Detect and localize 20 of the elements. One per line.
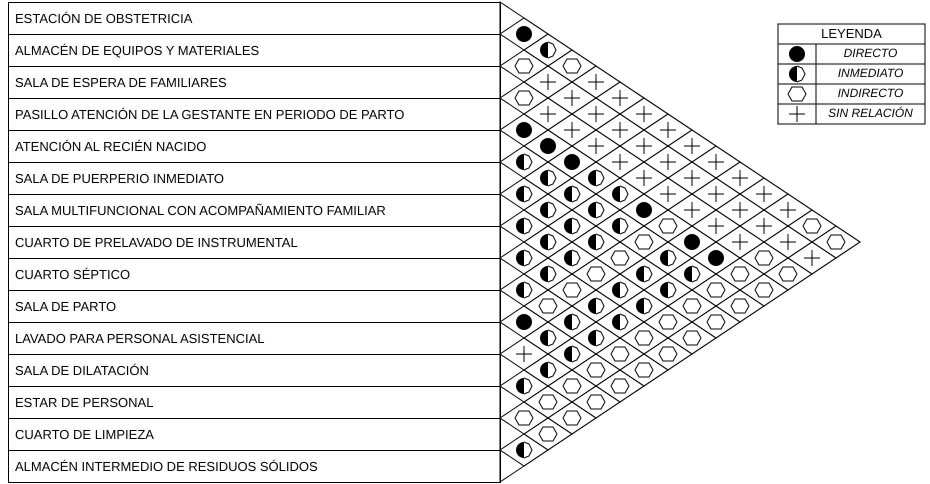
room-name-cell: SALA DE PUERPERIO INMEDIATO	[8, 162, 501, 195]
room-name-cell: SALA DE PARTO	[8, 290, 501, 323]
room-name-cell: LAVADO PARA PERSONAL ASISTENCIAL	[8, 322, 501, 355]
room-name-cell: CUARTO SÉPTICO	[8, 258, 501, 291]
legend-label: DIRECTO	[842, 46, 898, 60]
room-name-cell: SALA MULTIFUNCIONAL CON ACOMPAÑAMIENTO FAMILIAR	[8, 194, 501, 227]
room-name-cell: PASILLO ATENCIÓN DE LA GESTANTE EN PERIODO DE PARTO	[8, 98, 501, 131]
room-name-cell: ALMACÉN DE EQUIPOS Y MATERIALES	[8, 34, 501, 67]
room-name-cell: CUARTO DE PRELAVADO DE INSTRUMENTAL	[8, 226, 501, 259]
legend-title: LEYENDA	[820, 26, 883, 41]
legend-label: SIN RELACIÓN	[827, 106, 914, 120]
legend-label: INMEDIATO	[836, 66, 904, 80]
room-name-cell: ATENCIÓN AL RECIÉN NACIDO	[8, 130, 501, 163]
room-name-cell: ESTACIÓN DE OBSTETRICIA	[8, 2, 501, 35]
room-name-cell: ESTAR DE PERSONAL	[8, 386, 501, 419]
room-name-cell: SALA DE DILATACIÓN	[8, 354, 501, 387]
room-name-cell: SALA DE ESPERA DE FAMILIARES	[8, 66, 501, 99]
room-name-cell: ALMACÉN INTERMEDIO DE RESIDUOS SÓLIDOS	[8, 450, 501, 483]
room-name-cell: CUARTO DE LIMPIEZA	[8, 418, 501, 451]
legend-label: INDIRECTO	[836, 86, 904, 100]
